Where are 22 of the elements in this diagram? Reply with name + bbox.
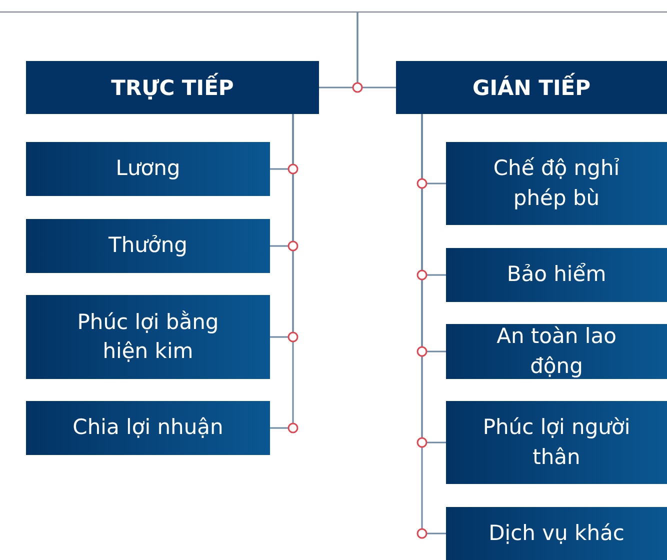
item-box bbox=[446, 401, 667, 484]
item-box bbox=[26, 219, 270, 273]
item-box bbox=[446, 507, 667, 560]
category-header bbox=[396, 61, 667, 114]
connector-line bbox=[270, 114, 294, 429]
item-label: Dịch vụ khác bbox=[488, 520, 624, 547]
item-label: An toàn lao động bbox=[496, 323, 618, 380]
item-box bbox=[446, 142, 667, 225]
item-label: Phúc lợi người thân bbox=[482, 414, 632, 470]
connector-line bbox=[356, 12, 396, 88]
item-label: Chế độ nghỉ phép bù bbox=[492, 155, 621, 212]
item-box bbox=[446, 248, 667, 302]
item-label: Thưởng bbox=[108, 232, 188, 260]
category-header bbox=[26, 61, 319, 114]
item-label: Chia lợi nhuận bbox=[72, 414, 224, 442]
item-label: Lương bbox=[116, 155, 180, 182]
item-label: Phúc lợi bằng hiện kim bbox=[76, 308, 220, 365]
item-box bbox=[446, 324, 667, 379]
item-box bbox=[26, 142, 270, 196]
item-box bbox=[26, 295, 270, 379]
item-label: Bảo hiểm bbox=[506, 261, 606, 288]
item-box bbox=[26, 401, 270, 455]
